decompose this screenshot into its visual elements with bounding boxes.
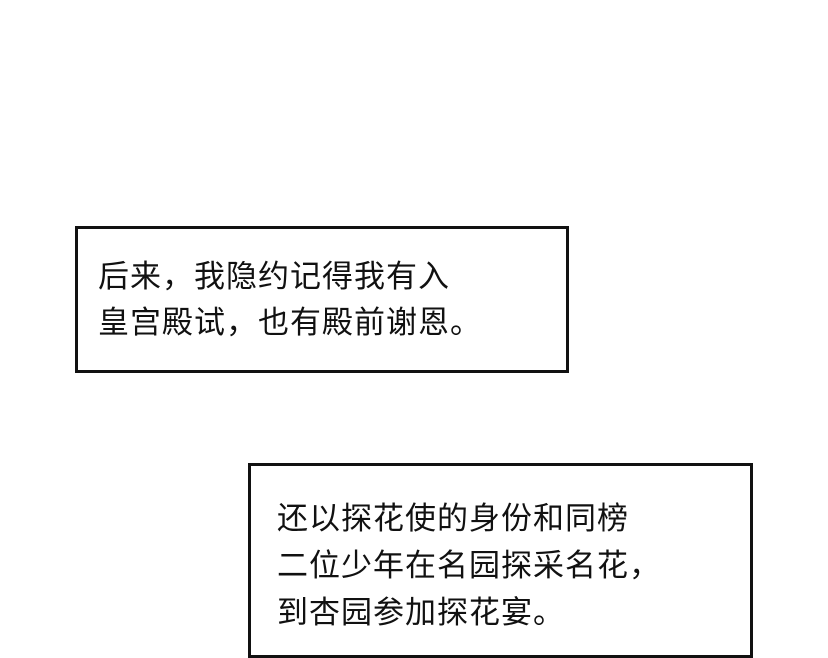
caption-1-line-2: 皇宫殿试，也有殿前谢恩。	[98, 305, 482, 341]
caption-2-line-3: 到杏园参加探花宴。	[277, 595, 565, 631]
caption-box-2: 还以探花使的身份和同榜 二位少年在名园探采名花， 到杏园参加探花宴。	[248, 463, 753, 658]
caption-2-line-2: 二位少年在名园探采名花，	[277, 548, 661, 584]
caption-1-line-1: 后来，我隐约记得我有入	[98, 259, 450, 295]
caption-box-1: 后来，我隐约记得我有入 皇宫殿试，也有殿前谢恩。	[75, 226, 569, 373]
caption-2-line-1: 还以探花使的身份和同榜	[277, 501, 629, 537]
